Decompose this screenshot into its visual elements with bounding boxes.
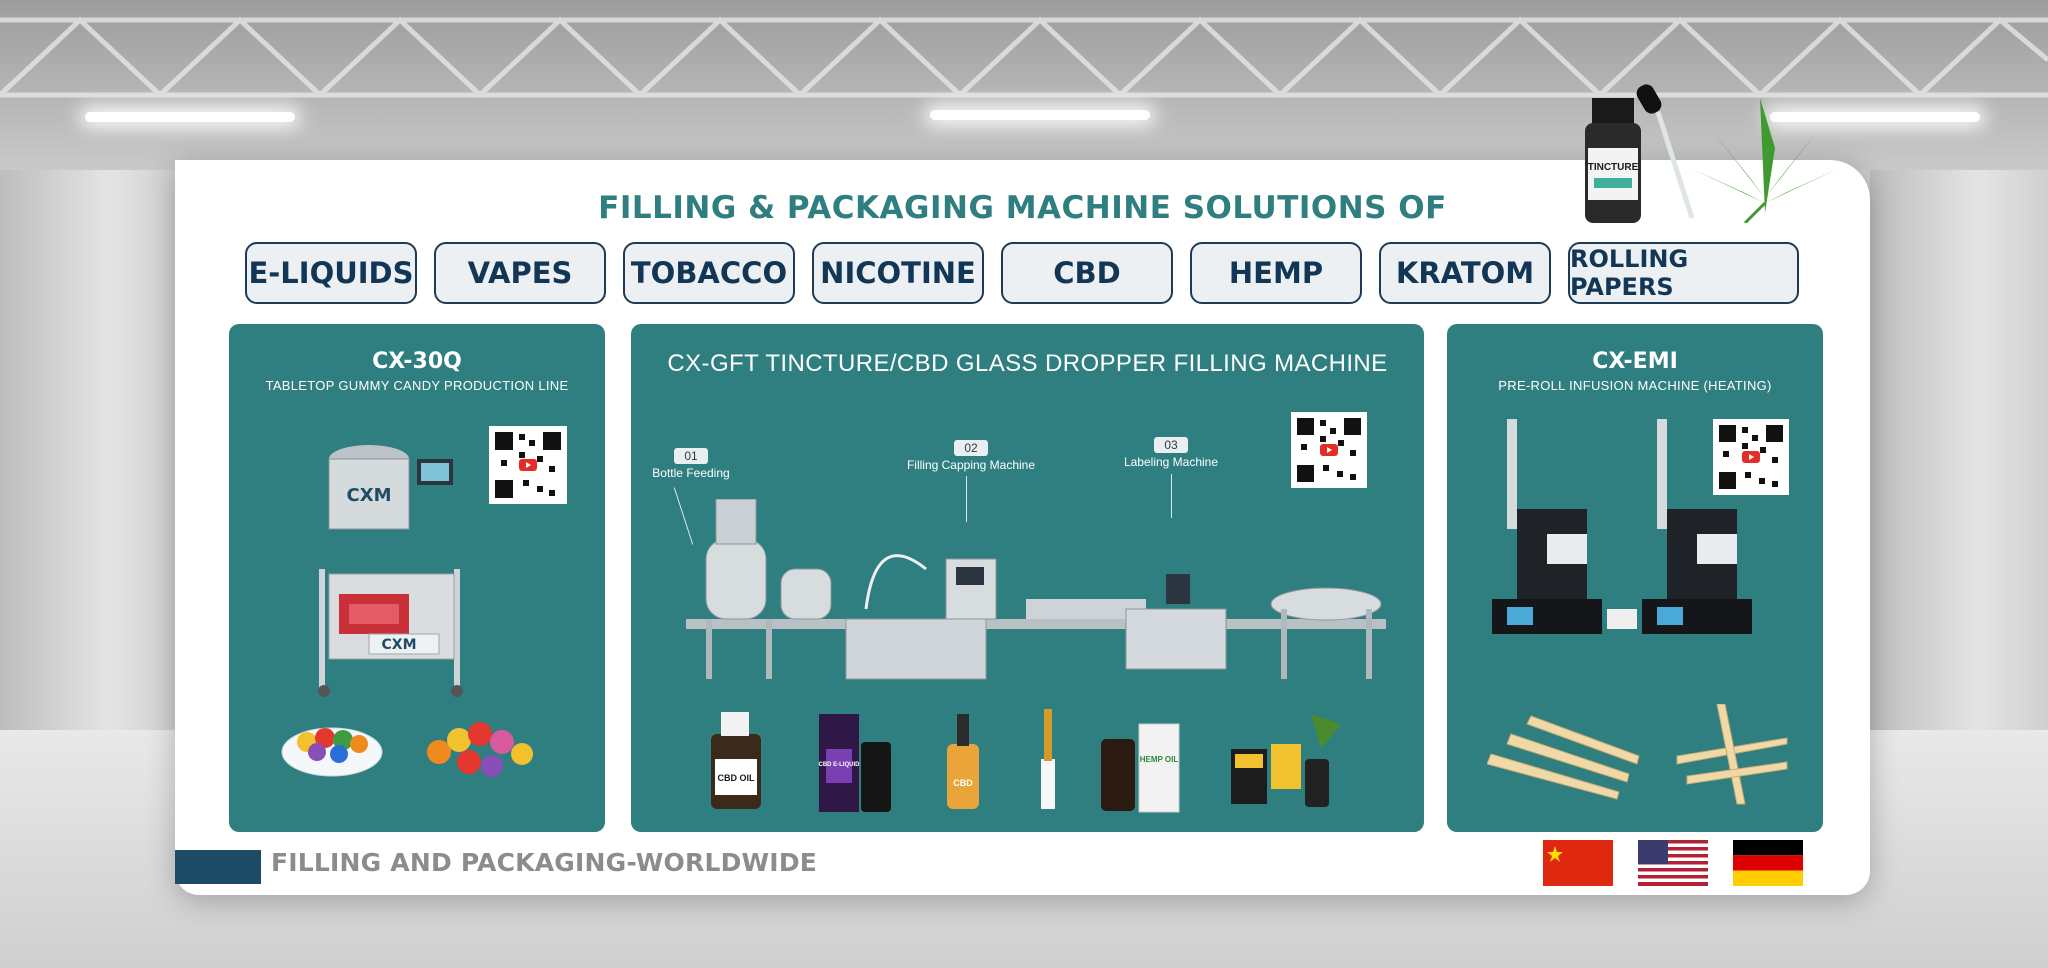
chip-rolling-papers[interactable]: ROLLING PAPERS [1568,242,1799,304]
bottle-label: TINCTURE [1588,162,1639,173]
panel-gummy-machine[interactable]: CX-30Q TABLETOP GUMMY CANDY PRODUCTION L… [229,324,605,832]
tincture-bottle-image: TINCTURE [1585,84,1695,223]
panel-middle-title: CX-GFT TINCTURE/CBD GLASS DROPPER FILLIN… [667,350,1388,377]
gummy-bears-image [427,722,533,777]
language-china-flag[interactable] [1543,840,1613,886]
warehouse-wall-right [1870,170,2048,730]
ceiling-light [930,110,1150,120]
warehouse-wall-left [0,170,180,730]
chip-tobacco[interactable]: TOBACCO [623,242,795,304]
chip-vapes[interactable]: VAPES [434,242,606,304]
main-card: FILLING & PACKAGING MACHINE SOLUTIONS OF… [175,160,1870,895]
gummy-machine-image: CXM CXM [318,445,463,697]
leader-line [966,476,967,522]
cannabis-leaf-icon [1690,98,1840,223]
filling-line-image [686,499,1386,680]
chip-kratom[interactable]: KRATOM [1379,242,1551,304]
qr-code-video-middle[interactable] [1291,412,1367,488]
step-filling-capping: 02 Filling Capping Machine [901,440,1041,472]
footer-accent-bar [175,850,261,884]
step-label: Filling Capping Machine [906,458,1036,472]
qr-code-video-right[interactable] [1713,419,1789,495]
product-label-cbd-eliquid: CBD E-LIQUID [819,762,861,768]
step-number: 02 [954,440,988,456]
panel-right-subtitle: PRE-ROLL INFUSION MACHINE (HEATING) [1498,378,1772,393]
panel-right-code: CX-EMI [1592,349,1678,374]
warehouse-roof [0,0,2048,170]
step-bottle-feeding: 01 Bottle Feeding [641,448,741,480]
step-label: Labeling Machine [1123,455,1219,469]
product-label-cbd-oil: CBD OIL [718,773,756,783]
page-title: FILLING & PACKAGING MACHINE SOLUTIONS OF [598,190,1447,226]
panel-pre-roll-machine[interactable]: CX-EMI PRE-ROLL INFUSION MACHINE (HEATIN… [1447,324,1823,832]
chip-hemp[interactable]: HEMP [1190,242,1362,304]
pre-rolls-image [1487,704,1788,805]
panel-left-code: CX-30Q [372,349,462,374]
roof-truss [0,16,2048,99]
category-chips: E-LIQUIDS VAPES TOBACCO NICOTINE CBD HEM… [245,242,1799,304]
pre-roll-machine-image [1492,419,1752,634]
footer-text: FILLING AND PACKAGING-WORLDWIDE [271,848,818,877]
machine-brand-top: CXM [347,485,392,506]
product-bottles-image: CBD OIL CBD E-LIQUID CBD HEMP OIL [711,709,1341,813]
step-label: Bottle Feeding [652,466,730,480]
step-labeling: 03 Labeling Machine [1116,437,1226,469]
step-number: 01 [674,448,708,464]
ceiling-light [85,112,295,122]
panel-dropper-filling-machine[interactable]: CX-GFT TINCTURE/CBD GLASS DROPPER FILLIN… [631,324,1424,832]
product-label-cbd: CBD [953,778,973,788]
product-label-hemp-oil: HEMP OIL [1140,755,1179,764]
chip-cbd[interactable]: CBD [1001,242,1173,304]
leader-line [1171,474,1172,518]
language-usa-flag[interactable] [1638,840,1708,886]
panel-left-subtitle: TABLETOP GUMMY CANDY PRODUCTION LINE [265,378,569,393]
machine-brand-bottom: CXM [382,637,417,653]
chip-nicotine[interactable]: NICOTINE [812,242,984,304]
qr-code-video-left[interactable] [489,426,567,504]
chip-e-liquids[interactable]: E-LIQUIDS [245,242,417,304]
step-number: 03 [1154,437,1188,453]
ceiling-light [1770,112,1980,122]
language-germany-flag[interactable] [1733,840,1803,886]
gummy-bowl-image [281,727,383,777]
